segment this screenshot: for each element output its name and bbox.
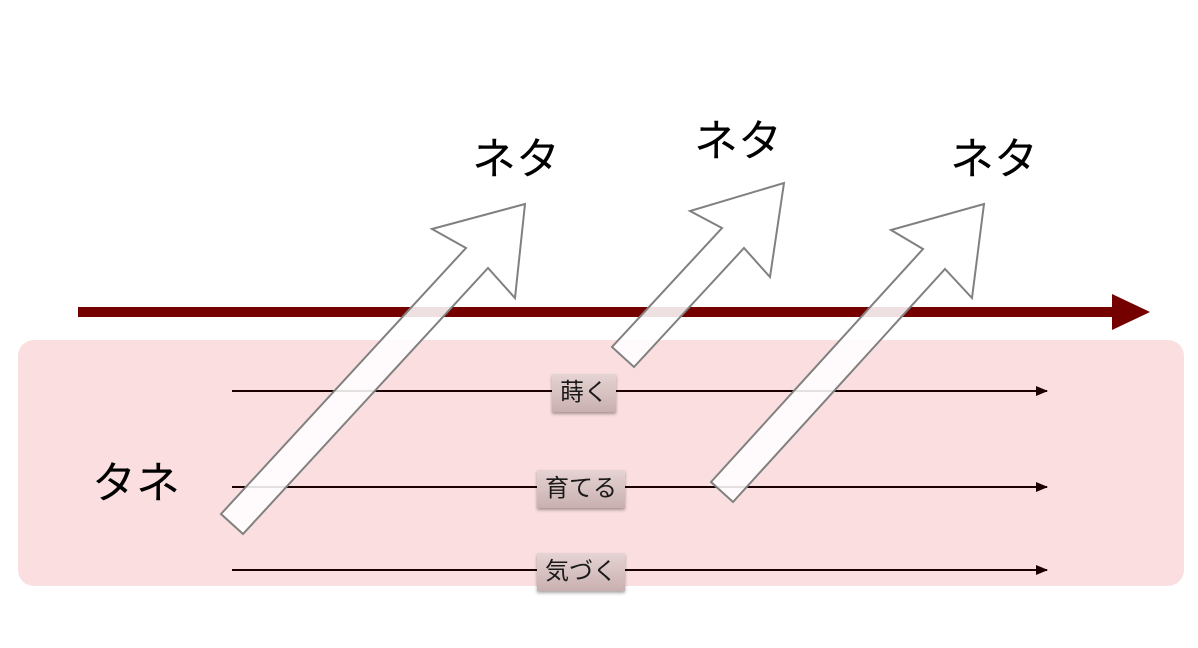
timeline-arrow <box>78 294 1150 330</box>
growth-arrow-2 <box>610 181 786 369</box>
growth-arrow-3 <box>709 202 986 504</box>
lane-label-bottom: 気づく <box>537 553 625 591</box>
lane-label-middle: 育てる <box>537 470 625 508</box>
tane-band <box>18 340 1184 586</box>
lane-label-top: 蒔く <box>552 374 616 412</box>
tane-label: タネ <box>92 458 180 509</box>
growth-arrow-1 <box>219 202 527 536</box>
neta-label-2: ネタ <box>694 116 782 167</box>
neta-label-3: ネタ <box>950 134 1038 185</box>
neta-label-1: ネタ <box>472 134 560 185</box>
